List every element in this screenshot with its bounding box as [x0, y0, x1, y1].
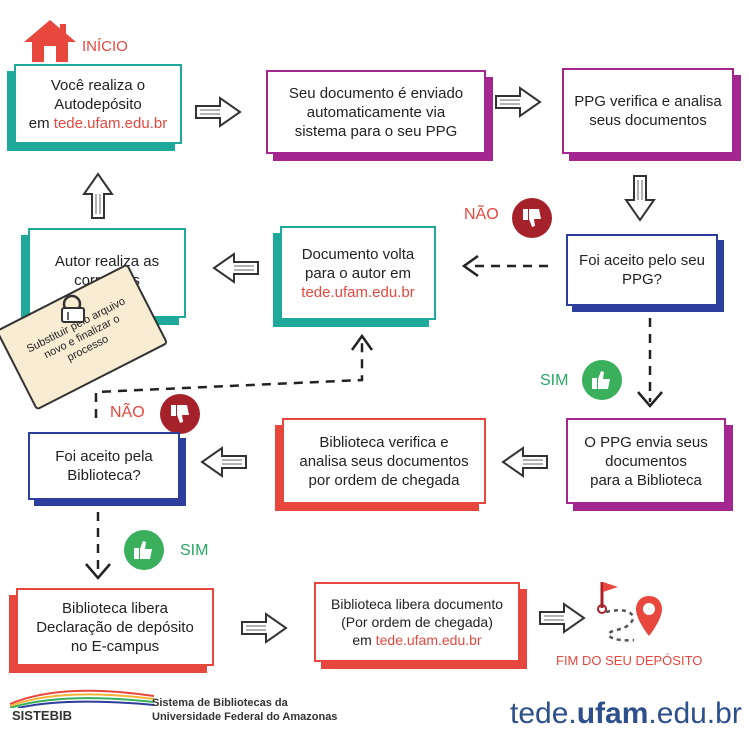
- paperclip-icon: [61, 294, 85, 323]
- org-line: Universidade Federal do Amazonas: [152, 711, 338, 723]
- step-text: Foi aceito pela: [55, 448, 153, 465]
- start-label: INÍCIO: [82, 38, 128, 55]
- step-text: Declaração de depósito: [36, 618, 194, 636]
- arrow-right-4: [539, 603, 585, 633]
- thumbs-down-icon: [160, 394, 200, 434]
- arrow-left-1: [213, 253, 259, 283]
- step-text: Autor realiza as: [54, 253, 160, 270]
- flag-icon: [597, 582, 618, 614]
- step-ppg-envia: O PPG envia seus documentos para a Bibli…: [566, 418, 726, 504]
- step-text: para o autor em: [305, 264, 411, 282]
- map-pin-icon: [636, 596, 662, 636]
- arrow-left-2: [502, 447, 548, 477]
- step-text: Autodepósito: [54, 95, 142, 113]
- thumbs-down-icon: [512, 198, 552, 238]
- step-text: por ordem de chegada: [308, 471, 460, 489]
- step-autodeposito: Você realiza o Autodepósito em tede.ufam…: [14, 64, 182, 144]
- step-text: seus documentos: [589, 112, 707, 129]
- sim-ppg-label: SIM: [540, 372, 569, 389]
- step-text: em tede.ufam.edu.br: [352, 632, 482, 648]
- step-text: Você realiza o: [50, 76, 146, 94]
- step-biblioteca-aceito: Foi aceito pela Biblioteca?: [28, 432, 180, 500]
- end-label: FIM DO SEU DEPÓSITO: [556, 653, 703, 668]
- step-text: Foi aceito pelo seu: [579, 252, 705, 269]
- step-text: Biblioteca verifica e: [319, 433, 449, 451]
- step-text: PPG verifica e analisa: [574, 93, 722, 110]
- sistebib-logo: [9, 689, 155, 708]
- sim-bib-label: SIM: [180, 542, 209, 559]
- step-text: Biblioteca libera documento: [331, 596, 503, 612]
- step-text: analisa seus documentos: [299, 452, 469, 470]
- arrow-right-1: [195, 97, 241, 127]
- step-ppg-aceito: Foi aceito pelo seu PPG?: [566, 234, 718, 306]
- tede-link[interactable]: tede.ufam.edu.br: [375, 632, 482, 648]
- step-enviado: Seu documento é enviado automaticamente …: [266, 70, 486, 154]
- step-text: no E-campus: [70, 637, 160, 655]
- arrow-left-3: [201, 447, 247, 477]
- thumbs-up-icon: [124, 530, 164, 570]
- step-text: para a Biblioteca: [590, 471, 702, 489]
- step-libera-doc: Biblioteca libera documento (Por ordem d…: [314, 582, 520, 662]
- arrow-right-3: [241, 613, 287, 643]
- step-text: sistema para o seu PPG: [294, 122, 458, 140]
- step-text: Biblioteca libera: [62, 599, 168, 617]
- arrow-up-1: [83, 173, 113, 219]
- arrow-down-1: [625, 175, 655, 221]
- nao-bib-label: NÃO: [110, 404, 145, 421]
- tede-link[interactable]: tede.ufam.edu.br: [301, 283, 415, 301]
- step-text: Seu documento é enviado: [288, 84, 464, 102]
- step-text: Documento volta: [301, 245, 415, 263]
- step-text: em tede.ufam.edu.br: [28, 114, 168, 132]
- step-ppg-verifica: PPG verifica e analisa seus documentos: [562, 68, 734, 154]
- step-declaracao: Biblioteca libera Declaração de depósito…: [16, 588, 214, 666]
- tede-link[interactable]: tede.ufam.edu.br: [53, 114, 168, 132]
- step-text: PPG?: [621, 271, 663, 288]
- step-text: documentos: [605, 452, 687, 470]
- step-text: Biblioteca?: [67, 467, 141, 484]
- step-volta: Documento volta para o autor em tede.ufa…: [280, 226, 436, 320]
- nao-ppg-label: NÃO: [464, 206, 499, 223]
- arrow-right-2: [495, 87, 541, 117]
- step-text: (Por ordem de chegada): [341, 614, 493, 630]
- thumbs-up-icon: [582, 360, 622, 400]
- sistebib-name: SISTEBIB: [12, 708, 72, 723]
- home-icon: [24, 20, 76, 62]
- step-text: O PPG envia seus: [584, 433, 708, 451]
- footer-url[interactable]: tede.ufam.edu.br: [510, 697, 742, 730]
- org-line: Sistema de Bibliotecas da: [152, 697, 288, 709]
- step-biblioteca-verifica: Biblioteca verifica e analisa seus docum…: [282, 418, 486, 504]
- step-text: automaticamente via: [306, 103, 446, 121]
- org-name: Sistema de Bibliotecas da Universidade F…: [152, 696, 337, 724]
